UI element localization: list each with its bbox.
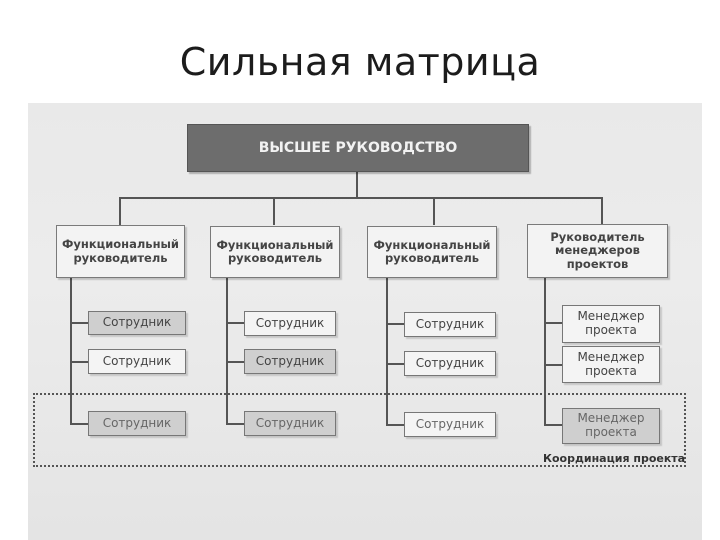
employee-box: Сотрудник (88, 311, 186, 335)
connector-col2-down (273, 197, 275, 225)
project-manager-box: Менеджер проекта (562, 305, 660, 343)
tick (544, 364, 562, 366)
connector-col3-down (433, 197, 435, 225)
employee-box: Сотрудник (404, 412, 496, 437)
functional-head-3: Функциональный руководитель (367, 226, 497, 278)
functional-head-1: Функциональный руководитель (56, 225, 185, 278)
spine-col1 (70, 278, 72, 424)
functional-head-2: Функциональный руководитель (210, 226, 340, 278)
tick (386, 424, 404, 426)
employee-box: Сотрудник (88, 411, 186, 436)
tick (226, 423, 244, 425)
tick (544, 322, 562, 324)
employee-box: Сотрудник (244, 311, 336, 336)
spine-col3 (386, 278, 388, 425)
employee-box: Сотрудник (244, 411, 336, 436)
project-manager-box: Менеджер проекта (562, 408, 660, 444)
project-coordination-area (33, 393, 686, 467)
tick (226, 322, 244, 324)
tick (226, 361, 244, 363)
tick (70, 423, 88, 425)
tick (70, 322, 88, 324)
connector-horizontal-bus (119, 197, 603, 199)
employee-box: Сотрудник (404, 351, 496, 376)
connector-col1-down (119, 197, 121, 225)
employee-box: Сотрудник (404, 312, 496, 337)
spine-col2 (226, 278, 228, 424)
spine-col4 (544, 278, 546, 426)
employee-box: Сотрудник (244, 349, 336, 374)
tick (386, 323, 404, 325)
pm-head: Руководитель менеджеров проектов (527, 224, 668, 278)
tick (544, 424, 562, 426)
employee-box: Сотрудник (88, 349, 186, 374)
tick (386, 363, 404, 365)
connector-col4-down (601, 197, 603, 225)
project-coordination-label: Координация проекта (543, 452, 686, 465)
top-management-box: ВЫСШЕЕ РУКОВОДСТВО (187, 124, 529, 172)
tick (70, 361, 88, 363)
project-manager-box: Менеджер проекта (562, 346, 660, 383)
slide-title: Сильная матрица (179, 40, 541, 84)
connector-top-down (356, 172, 358, 198)
